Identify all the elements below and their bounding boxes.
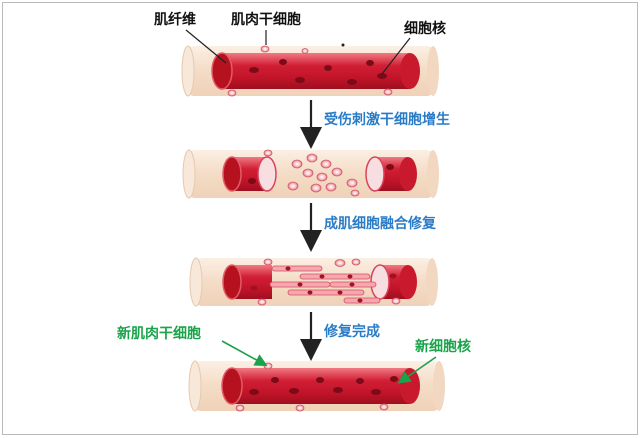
satellite-cells-1 xyxy=(227,45,393,97)
fiber-2-nuclei xyxy=(248,164,394,184)
sheath-4-left-end xyxy=(188,360,202,412)
sheath-4-right-end xyxy=(433,361,445,411)
label-satellite-cell: 肌肉干细胞 xyxy=(231,11,301,28)
fiber-2-left-cut xyxy=(257,156,277,192)
fiber-4 xyxy=(232,368,410,404)
stage-2-fiber xyxy=(182,149,439,199)
sheath-1-right-end xyxy=(427,46,439,96)
fiber-1-left-end xyxy=(211,52,233,90)
stage-3-cells xyxy=(257,258,401,306)
fiber-3-right-end xyxy=(399,265,417,299)
fiber-4-right-end xyxy=(400,368,420,404)
sheath-3-right-end xyxy=(426,258,438,306)
pointer-nucleus xyxy=(381,37,411,75)
stage-3-fiber xyxy=(189,257,438,307)
fiber-2-right-end xyxy=(399,157,417,191)
label-new-nucleus: 新细胞核 xyxy=(415,338,471,355)
sheath-3-left-end xyxy=(189,257,203,307)
label-nucleus: 细胞核 xyxy=(404,20,446,37)
fiber-1-right-end xyxy=(400,53,420,89)
fiber-2-right-cut xyxy=(365,156,385,192)
sheath-2-right-end xyxy=(427,150,439,198)
step-2-label: 成肌细胞融合修复 xyxy=(324,215,437,232)
label-new-satellite-cell: 新肌肉干细胞 xyxy=(117,325,201,342)
pointer-new-nucleus xyxy=(397,356,437,384)
fiber-2-left-end xyxy=(222,156,242,192)
label-muscle-fiber: 肌纤维 xyxy=(154,11,196,28)
stage-4-fiber xyxy=(188,360,445,412)
fiber-1-nuclei xyxy=(249,59,387,85)
fiber-4-nuclei xyxy=(249,376,398,395)
fiber-4-left-end xyxy=(221,367,243,405)
fiber-3-left-end xyxy=(222,264,242,300)
proliferating-cells xyxy=(263,149,360,197)
pointer-new-satellite-cell xyxy=(221,340,268,367)
sheath-2-left-end xyxy=(182,149,196,199)
stage-1-fiber xyxy=(181,43,439,97)
myotube-nuclei xyxy=(250,266,397,303)
pointer-muscle-fiber xyxy=(185,29,227,64)
step-3-label: 修复完成 xyxy=(323,323,380,340)
step-1-label: 受伤刺激干细胞增生 xyxy=(324,111,450,128)
sheath-1-left-end xyxy=(181,45,195,97)
dot-marker xyxy=(341,43,345,47)
